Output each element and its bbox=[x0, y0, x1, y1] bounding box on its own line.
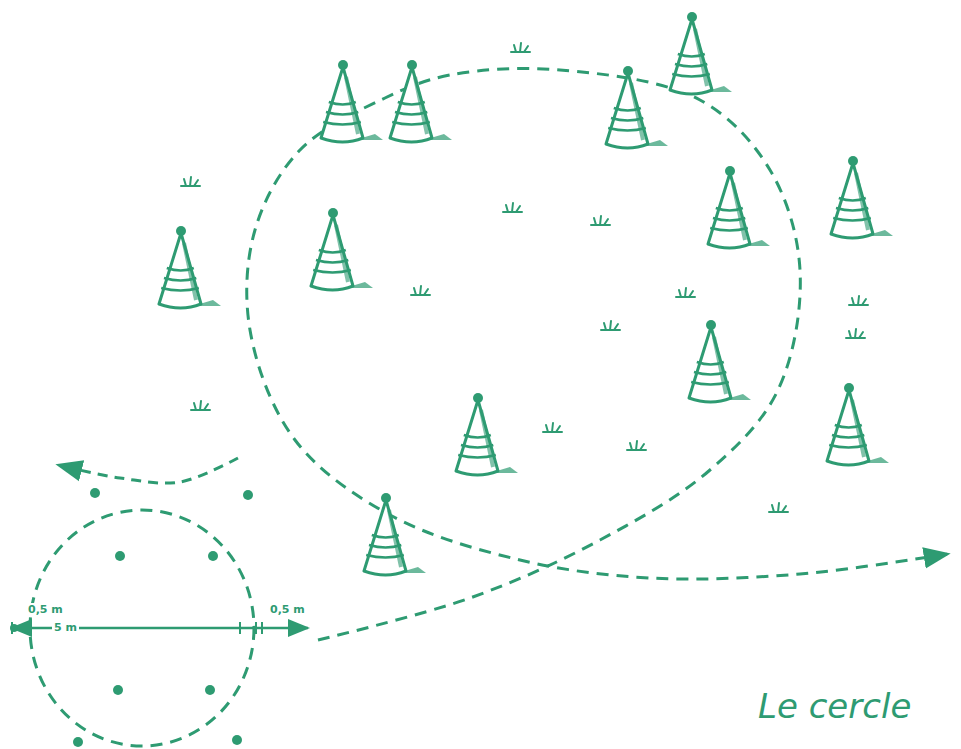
dimension-label: 0,5 m bbox=[268, 603, 307, 616]
entry-path bbox=[58, 458, 238, 483]
cone bbox=[708, 166, 770, 248]
running-path bbox=[247, 68, 948, 640]
grass-tufts bbox=[181, 43, 868, 512]
marker-dots bbox=[73, 488, 253, 747]
cone bbox=[364, 493, 426, 575]
cone bbox=[390, 60, 452, 142]
cone bbox=[321, 60, 383, 142]
cone bbox=[827, 383, 889, 465]
dimension-label: 5 m bbox=[52, 621, 79, 634]
cone bbox=[689, 320, 751, 402]
dimension-line bbox=[10, 622, 308, 634]
cone bbox=[831, 156, 893, 238]
cone bbox=[456, 393, 518, 475]
cones bbox=[159, 12, 893, 575]
caption: Le cercle bbox=[758, 686, 911, 726]
cone bbox=[670, 12, 732, 94]
cone bbox=[159, 226, 221, 308]
dimension-label: 0,5 m bbox=[26, 603, 65, 616]
cone bbox=[606, 66, 668, 148]
cone bbox=[311, 208, 373, 290]
